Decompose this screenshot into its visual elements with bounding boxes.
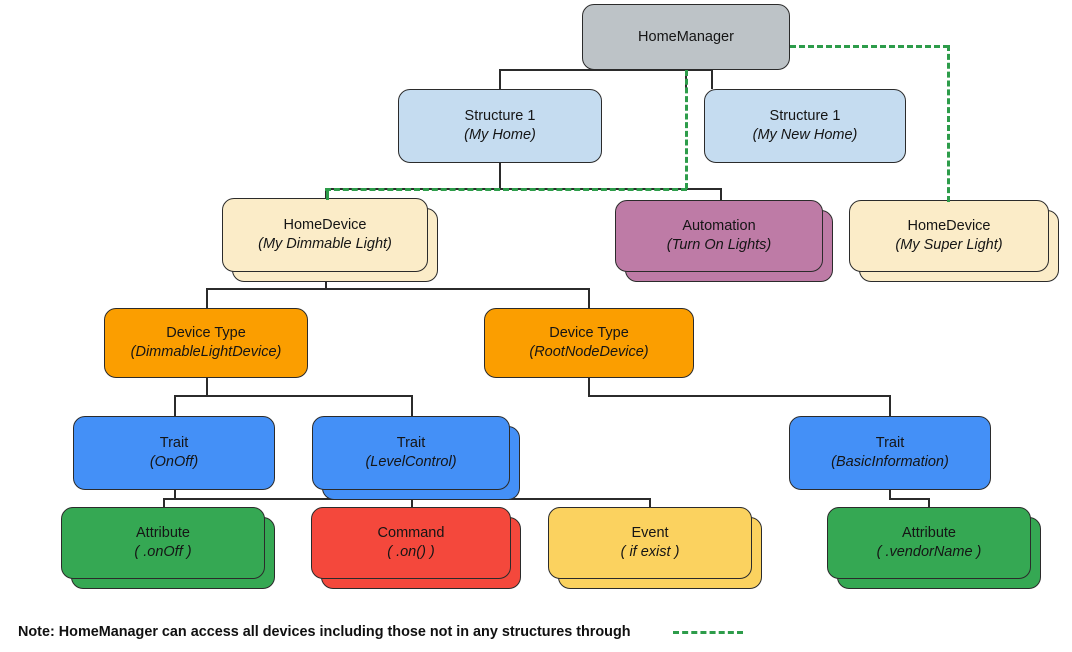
node-subtitle: (Turn On Lights) <box>666 237 772 253</box>
node-title: Device Type <box>549 325 629 342</box>
green-dashed-homemanager-right <box>790 45 949 48</box>
connector-to-devicetype-dimmable <box>206 288 208 308</box>
node-devicetype-dimmable[interactable]: Device Type (DimmableLightDevice) <box>104 308 308 378</box>
node-subtitle: (My Super Light) <box>895 237 1003 253</box>
connector-to-structure-my-new-home <box>711 69 713 89</box>
green-dashed-to-homedevice-dimmable <box>325 188 687 191</box>
node-title: Trait <box>875 435 905 452</box>
footnote-text: Note: HomeManager can access all devices… <box>18 624 631 640</box>
node-trait-levelcontrol[interactable]: Trait (LevelControl) <box>312 416 510 490</box>
node-attribute-vendorname[interactable]: Attribute ( .vendorName ) <box>827 507 1031 579</box>
green-dashed-homedevice-dimmable-stub <box>326 188 329 200</box>
connector-to-event-if-exist <box>649 498 651 509</box>
connector-to-trait-basicinfo <box>889 395 891 416</box>
node-event-if-exist[interactable]: Event ( if exist ) <box>548 507 752 579</box>
node-trait-basicinfo[interactable]: Trait (BasicInformation) <box>789 416 991 490</box>
green-dashed-homemanager-down <box>685 70 688 189</box>
node-title: HomeManager <box>638 28 734 45</box>
node-title: Event <box>631 525 669 542</box>
node-automation[interactable]: Automation (Turn On Lights) <box>615 200 823 272</box>
node-devicetype-rootnode[interactable]: Device Type (RootNodeDevice) <box>484 308 694 378</box>
node-subtitle: ( .on() ) <box>387 544 435 560</box>
node-homedevice-super[interactable]: HomeDevice (My Super Light) <box>849 200 1049 272</box>
node-attribute-onoff[interactable]: Attribute ( .onOff ) <box>61 507 265 579</box>
green-dashed-legend-icon <box>672 630 743 634</box>
node-home-manager[interactable]: HomeManager <box>582 4 790 70</box>
connector-to-trait-levelcontrol <box>411 395 413 416</box>
node-structure-my-home[interactable]: Structure 1 (My Home) <box>398 89 602 163</box>
node-title: Attribute <box>902 525 956 542</box>
connector-to-devicetype-rootnode <box>588 288 590 308</box>
green-dashed-to-homedevice-super <box>947 45 950 202</box>
connector-to-command-on <box>411 498 413 509</box>
connector-trait-bus-right <box>588 395 890 397</box>
connector-devicetype-bus <box>206 288 589 290</box>
node-title: Trait <box>159 435 189 452</box>
connector-to-attribute-vendorname <box>928 498 930 509</box>
node-subtitle: ( if exist ) <box>620 544 680 560</box>
node-subtitle: ( .vendorName ) <box>876 544 982 560</box>
node-title: Command <box>377 525 445 542</box>
node-subtitle: (My Dimmable Light) <box>258 236 392 252</box>
connector-trait-bus-left <box>174 395 412 397</box>
node-subtitle: (DimmableLightDevice) <box>130 344 282 360</box>
node-subtitle: ( .onOff ) <box>134 544 192 560</box>
connector-vendorname-bus <box>889 498 929 500</box>
node-subtitle: (RootNodeDevice) <box>529 344 649 360</box>
node-subtitle: (OnOff) <box>149 454 199 470</box>
connector-to-automation <box>720 188 722 202</box>
connector-trait-basicinfo-down <box>889 490 891 499</box>
node-subtitle: (My Home) <box>464 127 536 143</box>
connector-to-homedevice-dimmable <box>325 188 327 200</box>
node-subtitle: (LevelControl) <box>365 454 457 470</box>
connector-to-structure-my-home <box>499 69 501 89</box>
node-trait-onoff[interactable]: Trait (OnOff) <box>73 416 275 490</box>
node-subtitle: (My New Home) <box>752 127 858 143</box>
connector-structure-my-home-down <box>499 163 501 189</box>
node-title: HomeDevice <box>283 217 367 234</box>
footnote-row: Note: HomeManager can access all devices… <box>18 619 1058 645</box>
node-title: Attribute <box>136 525 190 542</box>
node-title: HomeDevice <box>907 218 991 235</box>
node-subtitle: (BasicInformation) <box>831 454 949 470</box>
node-structure-my-new-home[interactable]: Structure 1 (My New Home) <box>704 89 906 163</box>
connector-trait-onoff-down <box>174 490 176 499</box>
node-title: Structure 1 <box>769 108 841 125</box>
connector-to-attribute-onoff <box>163 498 165 509</box>
node-title: Device Type <box>166 325 246 342</box>
node-title: Trait <box>396 435 426 452</box>
node-title: Automation <box>682 218 756 235</box>
node-command-on[interactable]: Command ( .on() ) <box>311 507 511 579</box>
connector-to-trait-onoff <box>174 395 176 416</box>
connector-devicetype-rootnode-down <box>588 378 590 396</box>
connector-devicetype-dimmable-down <box>206 378 208 396</box>
node-homedevice-dimmable[interactable]: HomeDevice (My Dimmable Light) <box>222 198 428 272</box>
node-title: Structure 1 <box>464 108 536 125</box>
